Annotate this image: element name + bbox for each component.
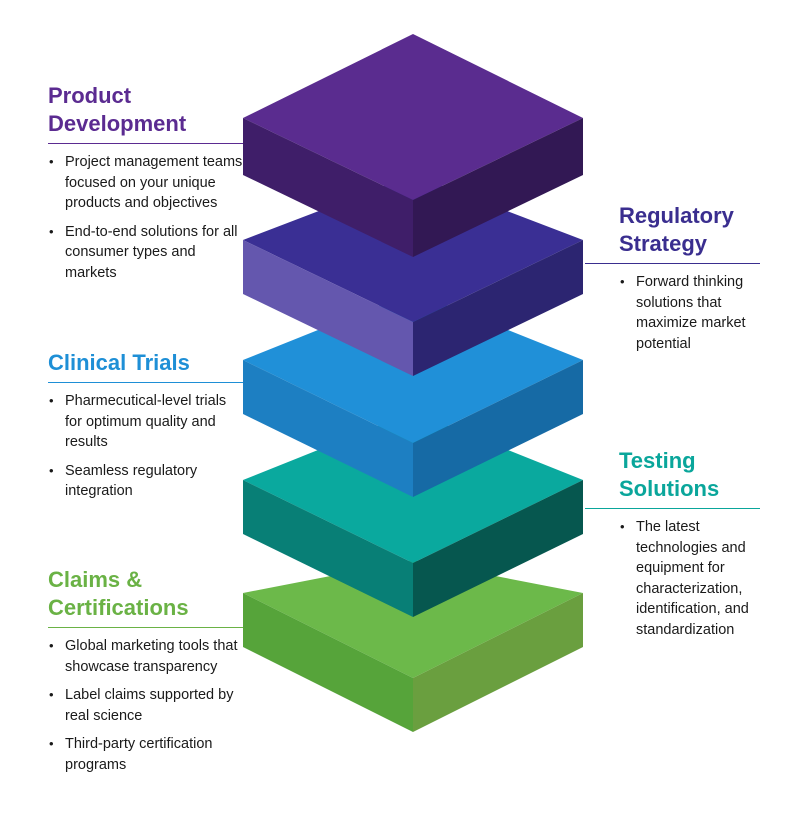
layer-product-left — [243, 118, 413, 257]
section-clinical-trials: Clinical Trials Pharmecutical-level tria… — [48, 349, 243, 510]
bullet-item: End-to-end solutions for all consumer ty… — [48, 222, 243, 284]
bullet-item: The latest technologies and equipment fo… — [619, 517, 760, 640]
layer-claims-certifications — [243, 560, 583, 732]
section-testing-solutions: Testing Solutions The latest technologie… — [585, 447, 760, 648]
title-line-1: Testing — [619, 448, 696, 473]
bullet-item: Pharmecutical-level trials for optimum q… — [48, 391, 243, 453]
layer-regulatory-left — [243, 240, 413, 376]
layer-claims-top — [243, 560, 583, 678]
section-divider — [585, 508, 760, 509]
section-title-testing-solutions: Testing Solutions — [585, 447, 760, 503]
section-regulatory-strategy: Regulatory Strategy Forward thinking sol… — [585, 202, 760, 362]
section-divider — [48, 627, 243, 628]
bullet-item: Global marketing tools that showcase tra… — [48, 636, 243, 677]
title-line-2: Development — [48, 111, 187, 136]
bullet-list: Pharmecutical-level trials for optimum q… — [48, 391, 243, 502]
bullet-item: Project management teams focused on your… — [48, 152, 243, 214]
layer-clinical-left — [243, 360, 413, 497]
layer-clinical-right — [413, 360, 583, 497]
section-divider — [585, 263, 760, 264]
layer-claims-left — [243, 593, 413, 732]
title-line-2: Solutions — [619, 476, 720, 501]
bullet-list: Project management teams focused on your… — [48, 152, 243, 283]
layer-regulatory-right — [413, 240, 583, 376]
title-line-2: Certifications — [48, 595, 189, 620]
section-divider — [48, 143, 243, 144]
bullet-item: Forward thinking solutions that maximize… — [619, 272, 760, 354]
section-product-development: Product Development Project management t… — [48, 82, 243, 291]
bullet-item: Third-party certification programs — [48, 734, 243, 775]
section-divider — [48, 382, 243, 383]
section-title-regulatory-strategy: Regulatory Strategy — [585, 202, 760, 258]
layer-product-right — [413, 118, 583, 257]
section-title-product-development: Product Development — [48, 82, 243, 138]
bullet-list: Forward thinking solutions that maximize… — [585, 272, 760, 354]
layer-product-top — [243, 34, 583, 200]
bullet-item: Label claims supported by real science — [48, 685, 243, 726]
bullet-item: Seamless regulatory integration — [48, 461, 243, 502]
layer-testing-left — [243, 480, 413, 617]
section-title-clinical-trials: Clinical Trials — [48, 349, 243, 377]
bullet-list: Global marketing tools that showcase tra… — [48, 636, 243, 775]
layer-claims-right — [413, 593, 583, 732]
title-line-1: Clinical Trials — [48, 350, 190, 375]
bullet-list: The latest technologies and equipment fo… — [585, 517, 760, 640]
title-line-1: Product — [48, 83, 132, 108]
title-line-2: Strategy — [619, 231, 708, 256]
layer-testing-right — [413, 480, 583, 617]
title-line-1: Regulatory — [619, 203, 734, 228]
title-line-1: Claims & — [48, 567, 143, 592]
layer-product-development — [243, 34, 583, 257]
section-claims-certifications: Claims & Certifications Global marketing… — [48, 566, 243, 783]
section-title-claims-certifications: Claims & Certifications — [48, 566, 243, 622]
